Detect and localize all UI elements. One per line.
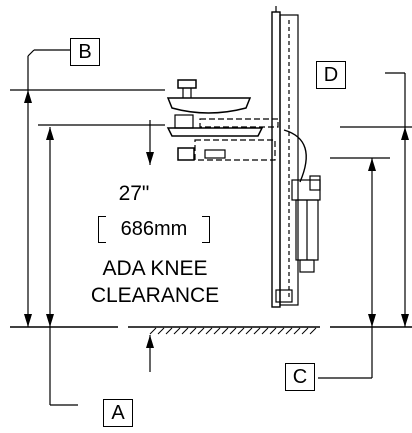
- clearance-line-1: ADA KNEE: [102, 257, 208, 280]
- right-bracket: [202, 216, 210, 243]
- label-a: A: [103, 399, 133, 427]
- label-b: B: [70, 38, 100, 66]
- clearance-mm-value: 686mm: [120, 218, 188, 240]
- label-d: D: [316, 61, 346, 89]
- wall-mount-plate: [271, 6, 299, 308]
- chiller-unit: [283, 129, 321, 273]
- clearance-inches: 27": [118, 182, 150, 205]
- upper-fountain-bowl: [166, 79, 252, 114]
- dimension-c: [348, 158, 376, 379]
- dimension-d: [385, 72, 409, 327]
- knee-clearance-arrows: [146, 120, 154, 372]
- label-c: C: [285, 363, 315, 391]
- left-bracket: [98, 216, 106, 243]
- clearance-mm: 686mm: [94, 216, 214, 244]
- lower-fountain-bowl: [166, 114, 279, 161]
- floor-hatching: [149, 327, 317, 335]
- dimension-b: [24, 49, 70, 327]
- dimension-a: [46, 127, 78, 406]
- floor-line: [10, 326, 412, 335]
- clearance-line-2: CLEARANCE: [90, 284, 220, 307]
